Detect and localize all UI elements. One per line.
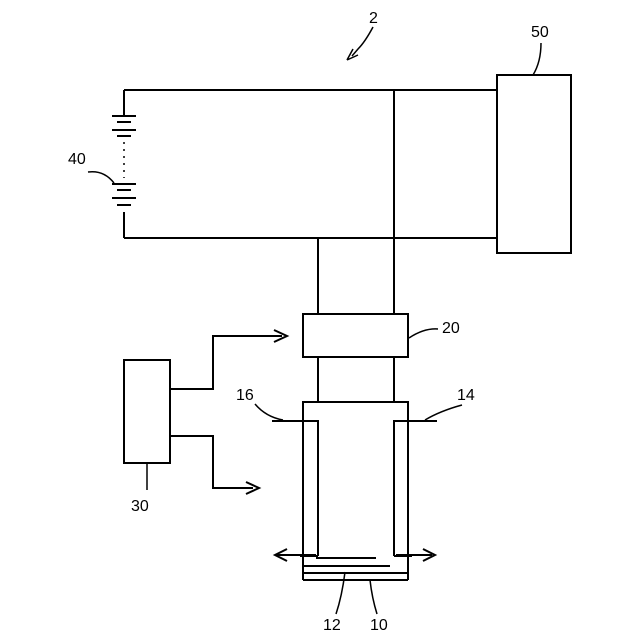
upper-signal-line [170,336,282,389]
electrode-left-leader [255,404,283,420]
label-controller: 50 [531,24,549,41]
label-layer-a: 12 [323,617,341,634]
label-electrode-left: 16 [236,387,254,404]
battery-leader [88,172,114,183]
unit-box [303,314,408,357]
device-leader [352,27,373,56]
controller-30: 30 [124,330,287,515]
label-battery: 40 [68,151,86,168]
controller-box [497,75,571,253]
lower-signal-line [170,436,253,488]
controller-b-box [124,360,170,463]
layer-b-leader [370,580,377,614]
label-device: 2 [369,10,378,27]
electrode-left [272,421,318,556]
battery-40: 40 [68,116,136,205]
controller-leader [533,43,541,75]
unit-leader [409,329,438,338]
unit-20: 20 [303,314,460,402]
label-layer-b: 10 [370,617,388,634]
label-unit: 20 [442,320,460,337]
label-controller-b: 30 [131,498,149,515]
electrode-right-leader [425,405,462,420]
label-electrode-right: 14 [457,387,475,404]
main-circuit [124,90,497,314]
electrode-right [394,421,437,556]
cell-vessel: 16 14 12 10 [236,387,475,634]
controller-50: 50 [497,24,571,253]
layer-a-leader [336,572,345,614]
device-reference: 2 [347,10,378,60]
